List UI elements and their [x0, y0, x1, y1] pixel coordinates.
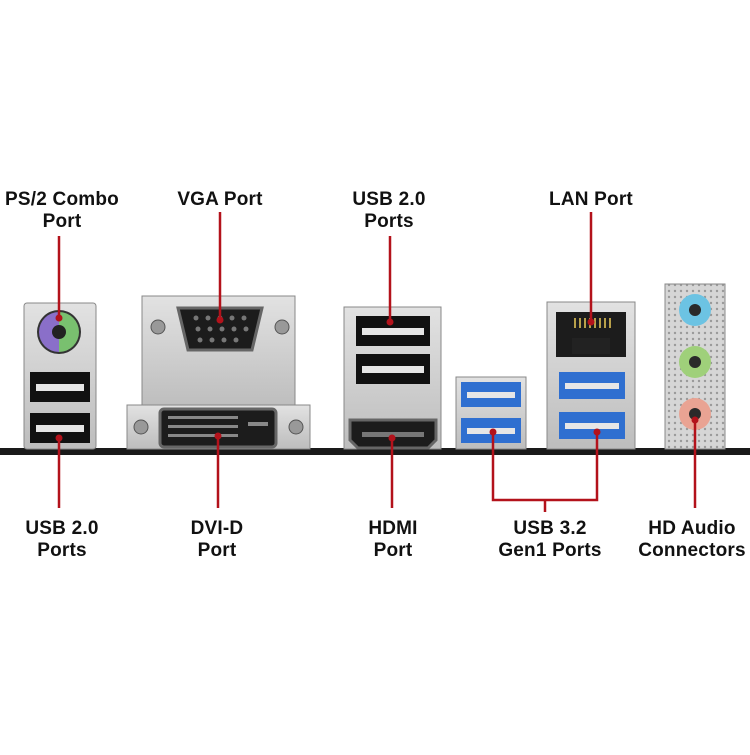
label-lan-port: LAN Port — [549, 189, 633, 210]
usb32-stack-middle — [455, 376, 527, 450]
board-baseline — [0, 448, 750, 455]
vga-dvi-block — [126, 295, 311, 450]
usb-hdmi-stack — [343, 306, 442, 450]
lan-usb32-stack — [546, 301, 636, 450]
callout-lines — [57, 212, 697, 512]
ps2-usb-stack — [23, 302, 97, 450]
label-vga-port: VGA Port — [177, 189, 263, 210]
